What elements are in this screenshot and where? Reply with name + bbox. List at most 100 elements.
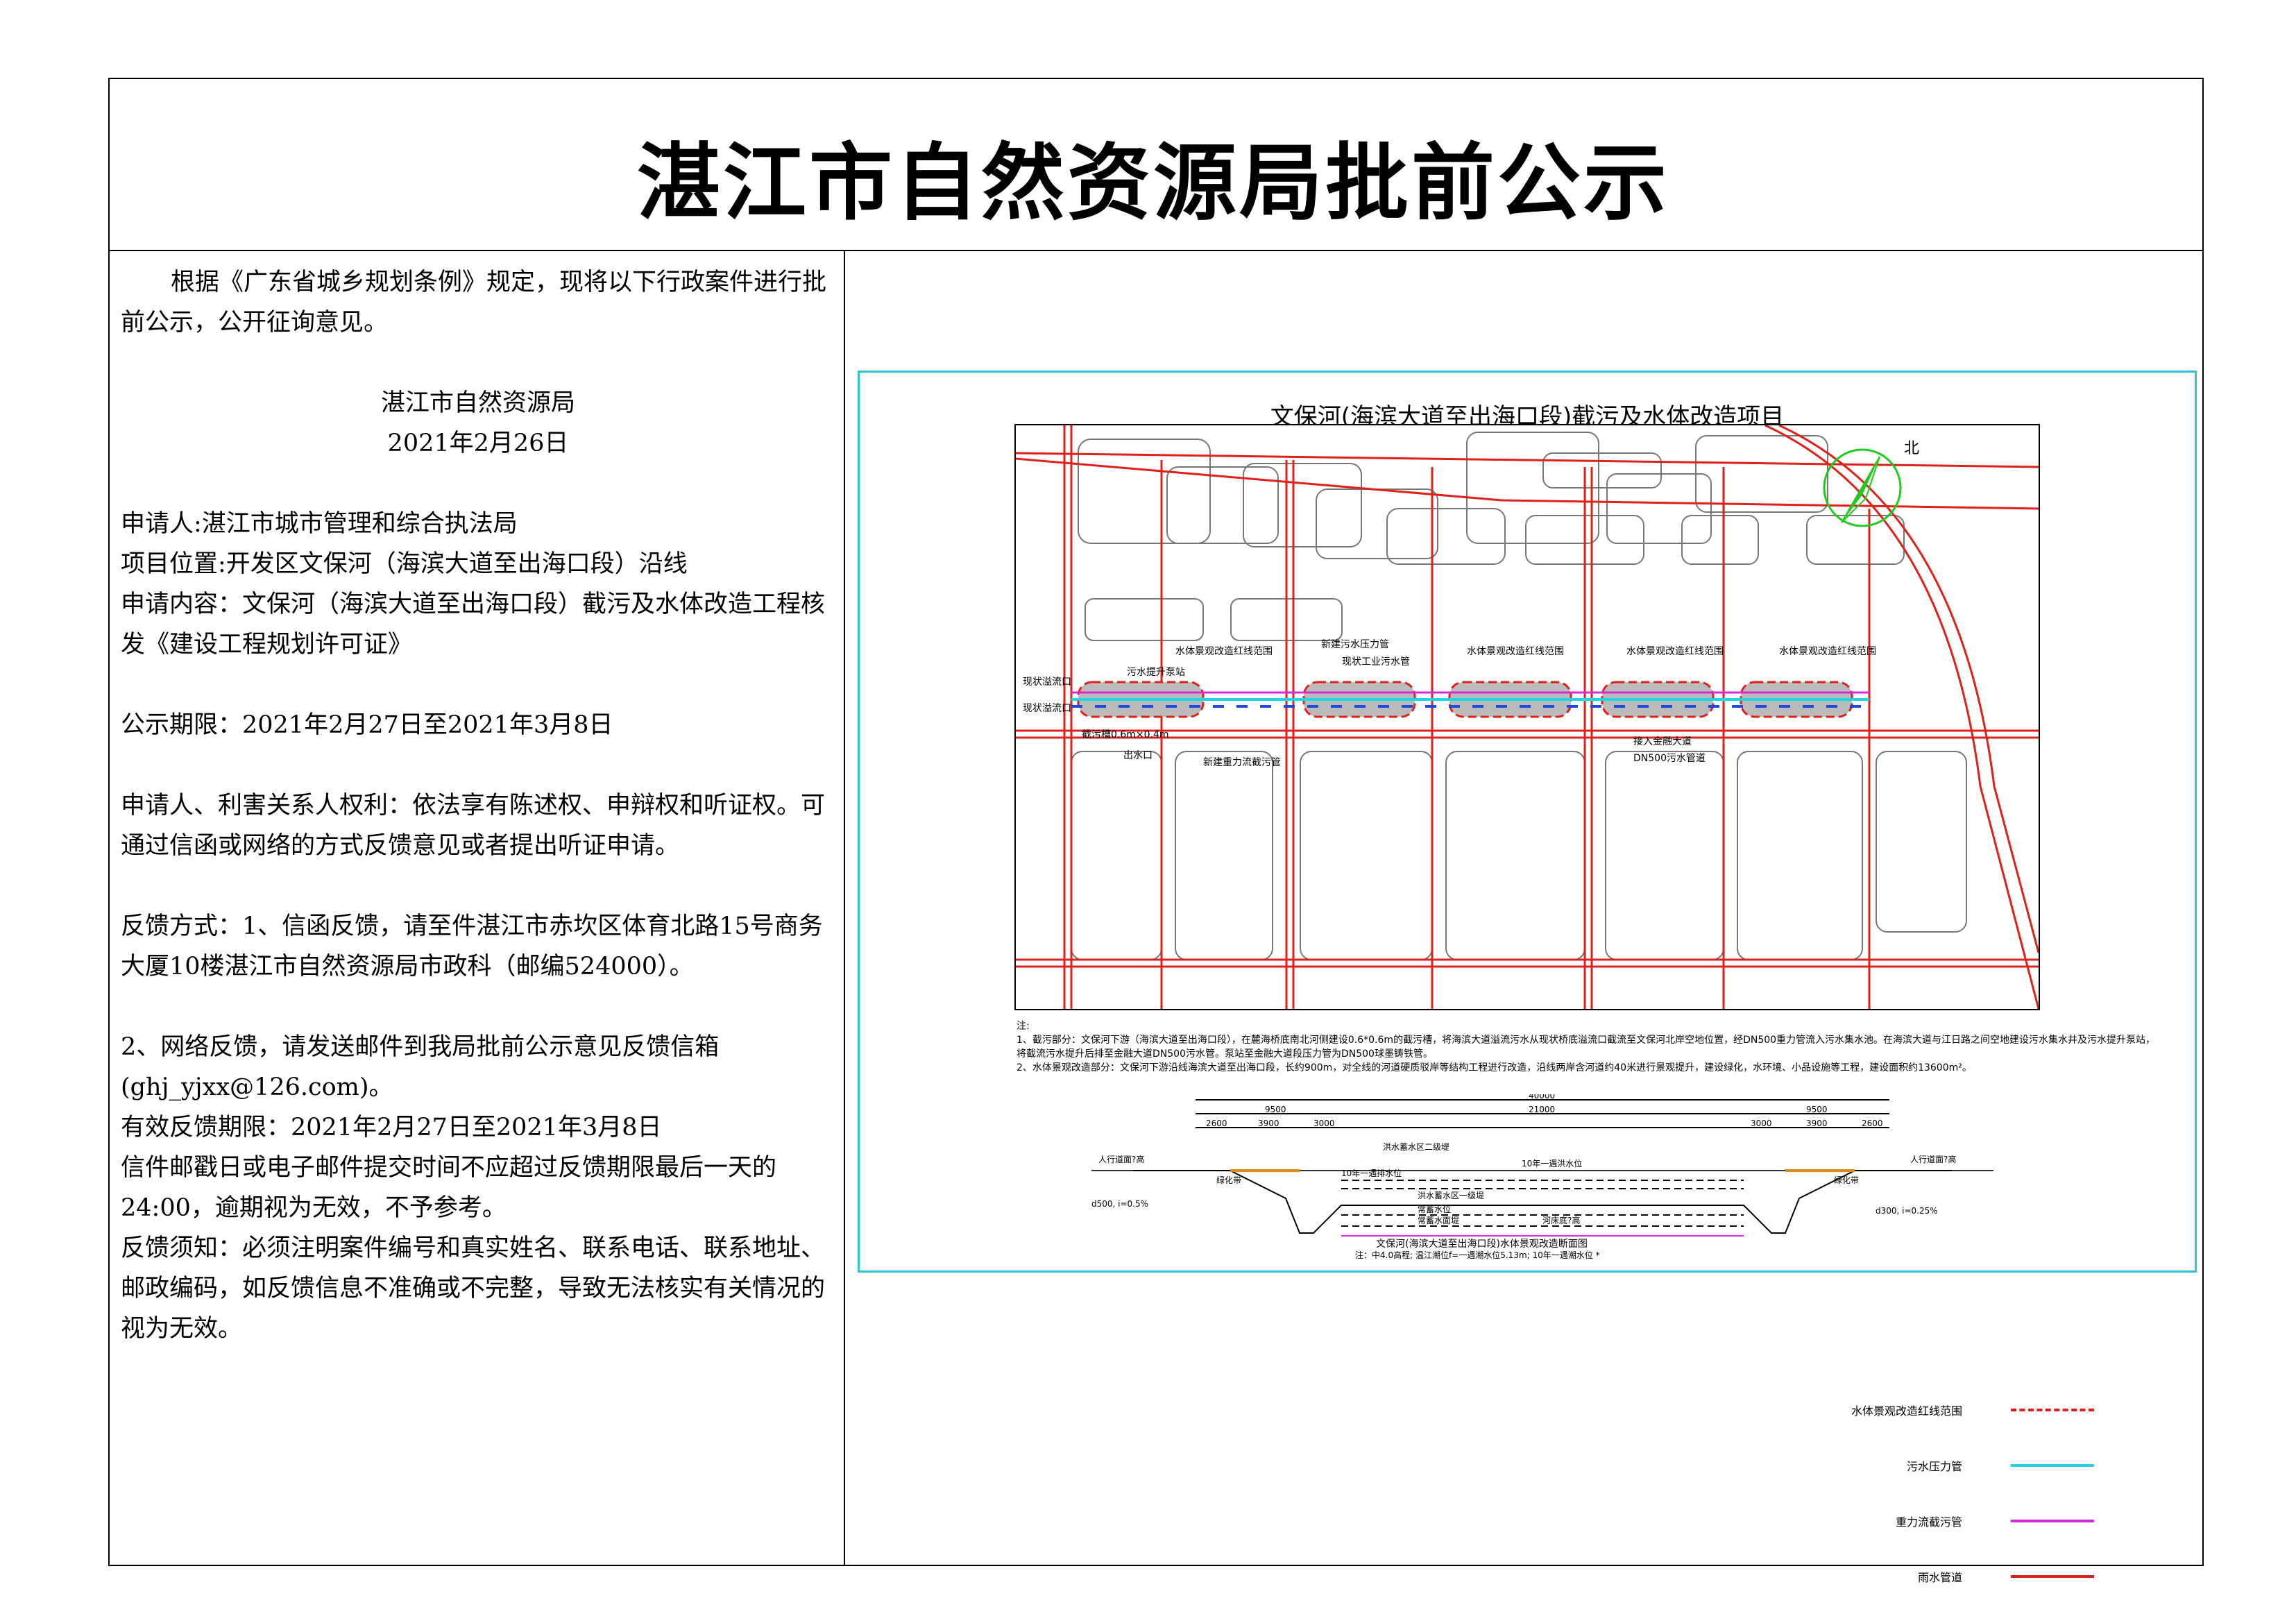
legend-item-gravity-pipe: 重力流截污管 bbox=[1636, 1509, 2122, 1536]
rights-text: 申请人、利害关系人权利：依法享有陈述权、申辩权和听证权。可通过信函或网络的方式反… bbox=[121, 792, 826, 860]
notice-intro: 根据《广东省城乡规划条例》规定，现将以下行政案件进行批前公示，公开征询意见。 bbox=[121, 269, 827, 337]
city-block bbox=[1085, 598, 1204, 641]
dim: 3900 bbox=[1806, 1119, 1828, 1128]
map-label: 新建重力流截污管 bbox=[1203, 757, 1281, 768]
dim: 3000 bbox=[1313, 1119, 1335, 1128]
legend: 水体景观改造红线范围 污水压力管 重力流截污管 雨水管道 bbox=[1636, 1397, 2122, 1620]
city-block bbox=[1071, 751, 1162, 960]
map-label: 水体景观改造红线范围 bbox=[1626, 645, 1724, 657]
cross-section-note: 注：中4.0高程; 温江潮位f=一遇潮水位5.13m; 10年一遇潮水位 * bbox=[1355, 1250, 1600, 1260]
map-label: 水体景观改造红线范围 bbox=[1175, 645, 1273, 657]
level-label: 10年一遇洪水位 bbox=[1522, 1158, 1582, 1169]
city-block bbox=[1606, 473, 1712, 544]
dim: 2600 bbox=[1862, 1119, 1883, 1128]
dim: 3000 bbox=[1751, 1119, 1772, 1128]
column-divider bbox=[844, 251, 845, 1566]
level-label: 常蓄水面堤 bbox=[1418, 1216, 1459, 1225]
feedback-requirement: 反馈须知：必须注明案件编号和真实姓名、联系电话、联系地址、邮政编码，如反馈信息不… bbox=[121, 1234, 826, 1343]
map-label: DN500污水管道 bbox=[1633, 753, 1706, 764]
applicant: 申请人:湛江市城市管理和综合执法局 bbox=[121, 510, 518, 538]
road bbox=[1501, 499, 2039, 510]
level-label: 洪水蓄水区一级堤 bbox=[1418, 1191, 1484, 1200]
city-block bbox=[1078, 439, 1211, 544]
map-label: 水体景观改造红线范围 bbox=[1467, 645, 1564, 657]
cross-section: 40000 21000 9500 9500 2600 3900 3000 300… bbox=[1091, 1091, 1993, 1261]
feedback-letter: 反馈方式：1、信函反馈，请至件湛江市赤坎区体育北路15号商务大厦10楼湛江市自然… bbox=[121, 912, 823, 980]
notes-heading: 注: bbox=[1017, 1021, 1030, 1032]
city-block bbox=[1876, 751, 1967, 933]
deadline-note: 信件邮戳日或电子邮件提交时间不应超过反馈期限最后一天的24:00，逾期视为无效，… bbox=[121, 1154, 777, 1222]
city-block bbox=[1243, 463, 1362, 547]
map-label: 现状溢流口 bbox=[1023, 703, 1071, 714]
application-content: 申请内容：文保河（海滨大道至出海口段）截污及水体改造工程核发《建设工程规划许可证… bbox=[121, 590, 826, 658]
road bbox=[1016, 457, 1502, 502]
road bbox=[1016, 452, 2039, 468]
cross-section-caption: 文保河(海滨大道至出海口段)水体景观改造断面图 bbox=[1376, 1239, 1588, 1250]
walkway-left: 人行道面?高 bbox=[1098, 1154, 1144, 1164]
dim-mid: 21000 bbox=[1529, 1105, 1555, 1114]
city-block bbox=[1445, 751, 1585, 960]
publicity-period: 公示期限：2021年2月27日至2021年3月8日 bbox=[121, 711, 613, 739]
city-block bbox=[1695, 435, 1828, 513]
legend-swatch bbox=[2011, 1575, 2094, 1578]
pipe-label-left: d500, i=0.5% bbox=[1091, 1199, 1148, 1209]
map-label: 污水提升泵站 bbox=[1127, 667, 1185, 678]
notice-frame: 湛江市自然资源局批前公示 根据《广东省城乡规划条例》规定，现将以下行政案件进行批… bbox=[108, 78, 2204, 1584]
dim: 3900 bbox=[1258, 1119, 1279, 1128]
legend-label: 污水压力管 bbox=[1906, 1460, 1962, 1473]
project-location: 项目位置:开发区文保河（海滨大道至出海口段）沿线 bbox=[121, 550, 688, 578]
issuer: 湛江市自然资源局 bbox=[380, 389, 575, 417]
road bbox=[1764, 425, 2039, 1009]
legend-swatch bbox=[2011, 1409, 2094, 1411]
title-row: 湛江市自然资源局批前公示 bbox=[110, 79, 2202, 251]
dim: 2600 bbox=[1206, 1119, 1227, 1128]
level-label: 河床底?高 bbox=[1542, 1215, 1580, 1225]
level-label: 10年一遇排水位 bbox=[1341, 1168, 1402, 1178]
map-label: 水体景观改造红线范围 bbox=[1779, 645, 1876, 657]
city-block bbox=[1300, 751, 1433, 960]
page-title: 湛江市自然资源局批前公示 bbox=[637, 134, 1669, 232]
walkway-right: 人行道面?高 bbox=[1910, 1154, 1956, 1164]
dim-side-left: 9500 bbox=[1265, 1105, 1286, 1114]
map-label: 现状溢流口 bbox=[1023, 677, 1071, 688]
city-block bbox=[1166, 466, 1279, 544]
legend-label: 水体景观改造红线范围 bbox=[1851, 1404, 1962, 1418]
legend-item-rain-pipe: 雨水管道 bbox=[1636, 1564, 2122, 1592]
feedback-email: 2、网络反馈，请发送邮件到我局批前公示意见反馈信箱(ghj_yjxx@126.c… bbox=[121, 1033, 720, 1101]
cross-section-svg: 40000 21000 9500 9500 2600 3900 3000 300… bbox=[1091, 1091, 1993, 1260]
map-label: 截污槽0.6m×0.4m bbox=[1082, 729, 1169, 740]
north-arrow-icon: 北 bbox=[1823, 440, 1919, 527]
site-plan-svg: 北 水体景观改造红线范围 新建污水压力管 现状工业污水管 水体景观改造红线范围 … bbox=[1016, 425, 2039, 1009]
pipe-label-right: d300, i=0.25% bbox=[1876, 1206, 1938, 1216]
river-corridor bbox=[1071, 681, 1869, 718]
map-label: 出水口 bbox=[1123, 750, 1153, 761]
city-block bbox=[1681, 515, 1759, 565]
map-label: 现状工业污水管 bbox=[1342, 656, 1410, 668]
level-label: 常蓄水位 bbox=[1418, 1204, 1451, 1214]
legend-label: 重力流截污管 bbox=[1895, 1515, 1962, 1529]
city-block bbox=[1737, 751, 1863, 960]
road bbox=[1778, 425, 2039, 953]
map-label: 接入金融大道 bbox=[1633, 736, 1692, 747]
north-label: 北 bbox=[1904, 440, 1919, 457]
green-left: 绿化带 bbox=[1216, 1175, 1241, 1185]
note-item: 2、水体景观改造部分：文保河下游沿线海滨大道至出海口段，长约900m，对全线的河… bbox=[1017, 1062, 1972, 1073]
site-plan-map: 北 水体景观改造红线范围 新建污水压力管 现状工业污水管 水体景观改造红线范围 … bbox=[1014, 424, 2040, 1010]
city-block bbox=[1175, 751, 1273, 960]
drawing-notes: 注: 1、截污部分：文保河下游（海滨大道至出海口段），在麓海桥底南北河侧建设0.… bbox=[1017, 1019, 2161, 1075]
legend-item-redline: 水体景观改造红线范围 bbox=[1636, 1397, 2122, 1425]
project-drawing: 文保河(海滨大道至出海口段)截污及水体改造项目 bbox=[858, 371, 2197, 1273]
city-block bbox=[1605, 751, 1724, 960]
valid-feedback-period: 有效反馈期限：2021年2月27日至2021年3月8日 bbox=[121, 1114, 662, 1141]
legend-label: 雨水管道 bbox=[1917, 1571, 1962, 1584]
city-block bbox=[1806, 515, 1905, 565]
green-right: 绿化带 bbox=[1834, 1175, 1859, 1185]
dim-total: 40000 bbox=[1529, 1094, 1555, 1101]
city-block bbox=[1316, 488, 1438, 559]
dim-side-right: 9500 bbox=[1806, 1105, 1828, 1114]
level-label: 洪水蓄水区二级堤 bbox=[1383, 1142, 1449, 1152]
issue-date: 2021年2月26日 bbox=[387, 430, 569, 457]
city-block bbox=[1542, 452, 1662, 488]
legend-swatch bbox=[2011, 1520, 2094, 1522]
legend-swatch bbox=[2011, 1464, 2094, 1467]
